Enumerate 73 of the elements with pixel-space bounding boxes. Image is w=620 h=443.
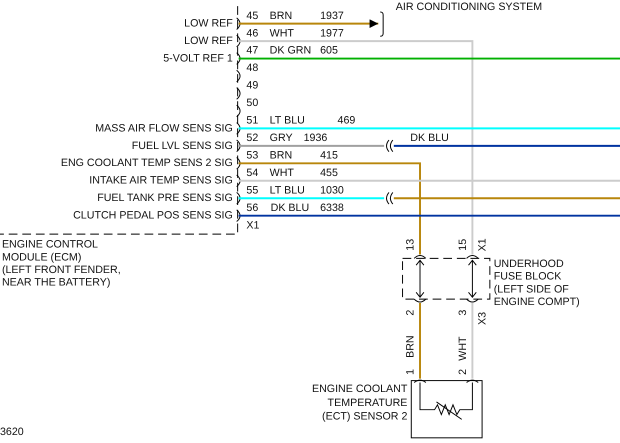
- connector-id: X1: [246, 220, 260, 232]
- system-name: AIR CONDITIONING SYSTEM: [396, 2, 542, 13]
- pin-number: 53: [246, 150, 258, 162]
- wire-color-label: WHT: [270, 28, 294, 40]
- pin-function-label: CLUTCH PEDAL POS SENS SIG: [73, 210, 233, 222]
- pin-function-label: ENG COOLANT TEMP SENS 2 SIG: [60, 158, 233, 170]
- wire-color-label: BRN: [406, 335, 417, 358]
- connector-id: X3: [478, 312, 488, 326]
- pin-number: 46: [246, 28, 258, 40]
- wire: [238, 197, 384, 200]
- wire: [419, 303, 421, 379]
- wire-color-label: LT BLU: [270, 186, 305, 196]
- wire-color-label: GRY: [270, 133, 293, 144]
- circuit-number: 1936: [304, 133, 328, 144]
- pin-number: 52: [246, 133, 258, 144]
- module-name: ENGINE CONTROL MODULE (ECM): [2, 238, 99, 264]
- circuit-number: 6338: [320, 203, 344, 214]
- pin-number: 45: [246, 11, 258, 22]
- pin-function-label: LOW REF: [184, 18, 233, 30]
- circuit-number: 415: [320, 150, 338, 162]
- circuit-number: 1937: [320, 11, 344, 22]
- wire: [394, 144, 620, 147]
- inline-connector: [384, 140, 394, 152]
- pin-number: 49: [246, 80, 258, 92]
- fuse-block-location-note: (LEFT SIDE OF ENGINE COMPT): [494, 284, 581, 309]
- wire-color-label: WHT: [270, 168, 294, 179]
- circuit-number: 469: [338, 116, 356, 126]
- wire-color-label: DK GRN: [270, 46, 312, 57]
- wire-color-label: BRN: [270, 150, 292, 162]
- pin-number: 15: [458, 238, 469, 251]
- pin-function-label: FUEL TANK PRE SENS SIG: [97, 193, 233, 204]
- pin-function-label: MASS AIR FLOW SENS SIG: [95, 124, 233, 134]
- pin-number: 13: [406, 238, 417, 251]
- wire: [394, 197, 620, 200]
- pin-function-label: 5-VOLT REF 1: [163, 54, 233, 64]
- figure-number: 3620: [0, 427, 24, 438]
- wire: [238, 214, 620, 217]
- wire-color-label: BRN: [270, 11, 292, 22]
- pin-function-label: FUEL LVL SENS SIG: [132, 141, 233, 152]
- wire: [471, 303, 474, 379]
- pin-number: 55: [246, 186, 258, 196]
- wire: [238, 162, 421, 254]
- circuit-number: 455: [320, 168, 338, 179]
- pin-function-label: LOW REF: [184, 36, 233, 47]
- pin-number: 2: [458, 368, 469, 375]
- wire: [238, 58, 620, 60]
- pin-number: 56: [246, 203, 258, 214]
- wire-color-label: DK BLU: [410, 133, 449, 144]
- pin-number: 47: [246, 46, 258, 57]
- pin-function-label: INTAKE AIR TEMP SENS SIG: [89, 176, 233, 187]
- circuit-number: 605: [320, 46, 338, 57]
- pin-number: 50: [246, 98, 258, 109]
- module-location-note: (LEFT FRONT FENDER, NEAR THE BATTERY): [2, 264, 122, 290]
- wire-color-label: LT BLU: [270, 116, 305, 126]
- fuse-block-name: UNDERHOOD FUSE BLOCK: [494, 258, 565, 284]
- pin-number: 51: [246, 116, 258, 126]
- pin-number: 54: [246, 168, 258, 179]
- circuit-number: 1030: [320, 186, 344, 196]
- wire-color-label: DK BLU: [270, 203, 310, 214]
- sensor-name: ENGINE COOLANT TEMPERATURE (ECT) SENSOR 2: [310, 382, 408, 424]
- pin-number: 3: [458, 310, 469, 316]
- inline-connector: [384, 192, 394, 204]
- wire: [238, 144, 384, 147]
- pin-number: 48: [246, 63, 258, 74]
- pin-number: 1: [406, 368, 417, 375]
- wire: [238, 180, 620, 182]
- wire: [238, 19, 378, 28]
- circuit-number: 1977: [320, 28, 344, 40]
- wire: [238, 40, 474, 254]
- wire: [238, 127, 620, 130]
- wire-color-label: WHT: [458, 336, 469, 361]
- pin-number: 2: [406, 310, 417, 316]
- connector-id: X1: [478, 238, 488, 252]
